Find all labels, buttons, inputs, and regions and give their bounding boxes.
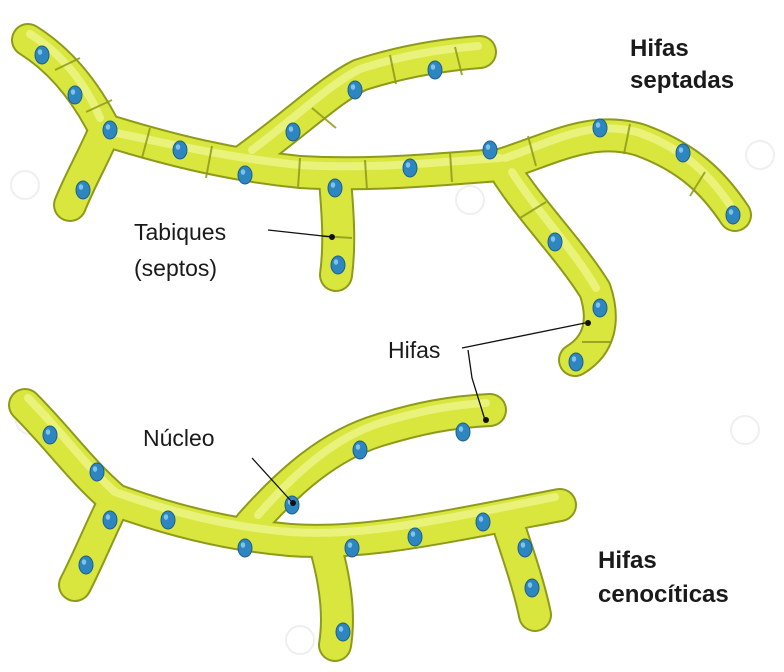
nucleus: [344, 538, 360, 558]
nucleus: [517, 538, 533, 558]
septa-pointer-dot: [329, 234, 335, 240]
nucleus-highlight: [355, 444, 361, 450]
nucleus: [42, 425, 58, 445]
nucleus: [475, 512, 491, 532]
nucleus-highlight: [527, 582, 533, 588]
nucleus-highlight: [175, 144, 181, 150]
nucleus-highlight: [520, 542, 526, 548]
nucleus: [172, 140, 188, 160]
nucleus-highlight: [288, 126, 294, 132]
nucleus-highlight: [347, 542, 353, 548]
nucleus-highlight: [458, 426, 464, 432]
coenocytic-nuclei: [42, 422, 540, 642]
nucleus: [547, 232, 563, 252]
septate-hypha-outline: [11, 23, 752, 377]
nucleus: [407, 527, 423, 547]
septa-label-line2: (septos): [134, 255, 217, 281]
nucleus-highlight: [37, 49, 43, 55]
nucleus-highlight: [105, 124, 111, 130]
nucleus-highlight: [163, 514, 169, 520]
nucleus: [427, 60, 443, 80]
nucleus-highlight: [550, 236, 556, 242]
nucleus-highlight: [338, 626, 344, 632]
nucleus-highlight: [485, 144, 491, 150]
nucleus-highlight: [571, 356, 577, 362]
nucleus-highlight: [595, 122, 601, 128]
hyphae-pointer-dot: [585, 320, 591, 326]
watermark-icon: [10, 140, 775, 655]
nucleus-highlight: [105, 514, 111, 520]
nucleus: [335, 622, 351, 642]
septate-title-line1: Hifas: [630, 35, 689, 62]
hyphae-label: Hifas: [388, 337, 440, 363]
hyphae-pointer-dot: [483, 417, 489, 423]
nucleus-highlight: [81, 559, 87, 565]
nucleus-pointer-dot: [290, 500, 296, 506]
nucleus: [237, 165, 253, 185]
nucleus-highlight: [678, 147, 684, 153]
nucleus: [524, 578, 540, 598]
hyphae-leader-line-upper: [461, 322, 586, 349]
nucleus: [455, 422, 471, 442]
nucleus: [592, 298, 608, 318]
nucleus-leader-line: [251, 457, 293, 503]
nucleus: [160, 510, 176, 530]
nucleus-highlight: [330, 182, 336, 188]
leader-lines: [251, 229, 586, 503]
nucleus: [675, 143, 691, 163]
nucleus: [75, 180, 91, 200]
nucleus-highlight: [78, 184, 84, 190]
nucleus: [402, 158, 418, 178]
nucleus: [352, 440, 368, 460]
nucleus: [592, 118, 608, 138]
septa-label-line1: Tabiques: [134, 219, 226, 245]
nucleus-highlight: [333, 259, 339, 265]
nucleus-highlight: [240, 542, 246, 548]
nucleus: [285, 122, 301, 142]
nucleus-highlight: [45, 429, 51, 435]
nucleus: [482, 140, 498, 160]
coenocytic-title-line1: Hifas: [598, 547, 657, 574]
nucleus: [568, 352, 584, 372]
nucleus-highlight: [350, 84, 356, 90]
septate-hyphae: [11, 23, 752, 377]
nucleus: [78, 555, 94, 575]
nucleus: [725, 205, 741, 225]
nucleus-label: Núcleo: [143, 425, 215, 451]
nucleus-highlight: [410, 531, 416, 537]
nucleus-highlight: [728, 209, 734, 215]
septate-title-line2: septadas: [630, 67, 734, 94]
nucleus: [34, 45, 50, 65]
nucleus: [89, 462, 105, 482]
nucleus: [67, 85, 83, 105]
nucleus-highlight: [405, 162, 411, 168]
nucleus: [347, 80, 363, 100]
nucleus-highlight: [92, 466, 98, 472]
nucleus: [102, 510, 118, 530]
coenocytic-title-line2: cenocíticas: [598, 581, 729, 608]
nucleus: [237, 538, 253, 558]
leader-dots: [290, 234, 591, 506]
nucleus: [330, 255, 346, 275]
septate-nuclei: [34, 45, 741, 372]
coenocytic-hyphae: [8, 388, 577, 662]
coenocytic-hypha-highlight: [24, 394, 559, 537]
hyphae-leader-line-lower: [467, 349, 486, 421]
nucleus-highlight: [595, 302, 601, 308]
septa-leader-line: [267, 229, 333, 238]
septate-hypha-body: [13, 25, 750, 375]
nucleus-highlight: [430, 64, 436, 70]
nucleus-highlight: [70, 89, 76, 95]
nucleus: [102, 120, 118, 140]
nucleus: [327, 178, 343, 198]
nucleus-highlight: [240, 169, 246, 175]
nucleus-highlight: [478, 516, 484, 522]
